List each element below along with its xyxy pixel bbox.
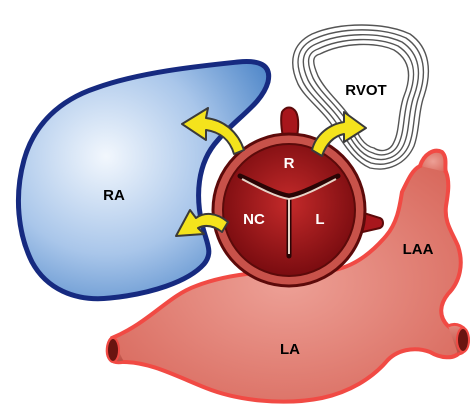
flow-arrows [175, 107, 367, 237]
arrow-top-right [311, 111, 367, 157]
valve-l-label: L [315, 211, 324, 228]
laa-lobe [418, 148, 448, 173]
valve-r-label: R [284, 155, 295, 172]
arrow-lower-left [175, 209, 229, 237]
ra-label: RA [103, 187, 125, 204]
rvot [292, 24, 430, 170]
rvot-label: RVOT [345, 82, 386, 99]
la-label: LA [280, 341, 300, 358]
arrow-top-left [181, 107, 245, 155]
valve-nc-label: NC [243, 211, 265, 228]
pulmonary-vein-right [447, 322, 470, 356]
aortic-valve [211, 106, 384, 288]
laa-label: LAA [403, 241, 434, 258]
pulmonary-vein-left [105, 336, 125, 365]
